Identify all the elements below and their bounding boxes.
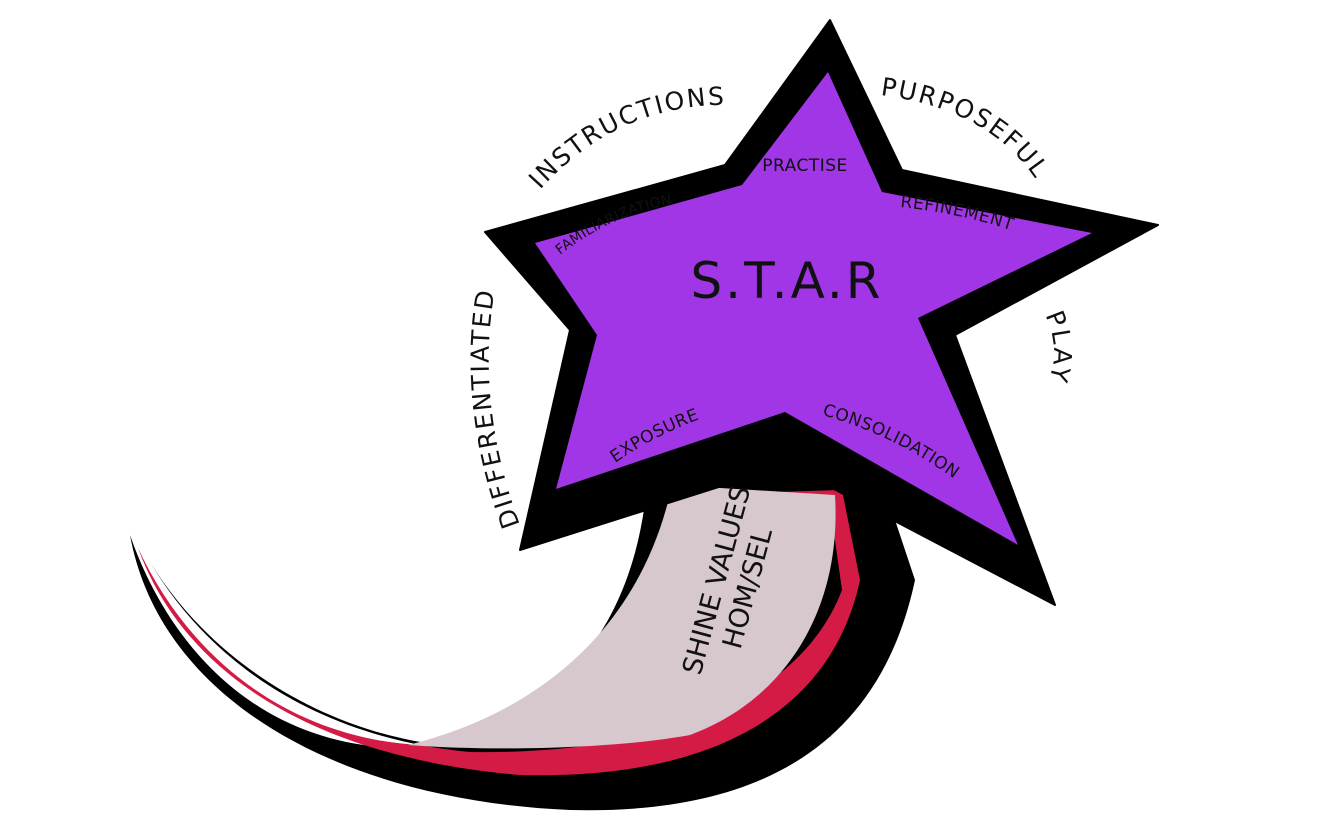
trail-light-band [408, 485, 836, 749]
label-play: PLAY [1040, 307, 1077, 387]
star-shape [484, 19, 1159, 606]
label-differentiated: DIFFERENTIATED [466, 286, 526, 532]
label-practise: PRACTISE [762, 156, 848, 176]
shooting-trail [130, 460, 915, 811]
label-purposeful: PURPOSEFUL [879, 72, 1055, 183]
star-title: S.T.A.R [690, 252, 883, 310]
star-fill [535, 72, 1092, 545]
